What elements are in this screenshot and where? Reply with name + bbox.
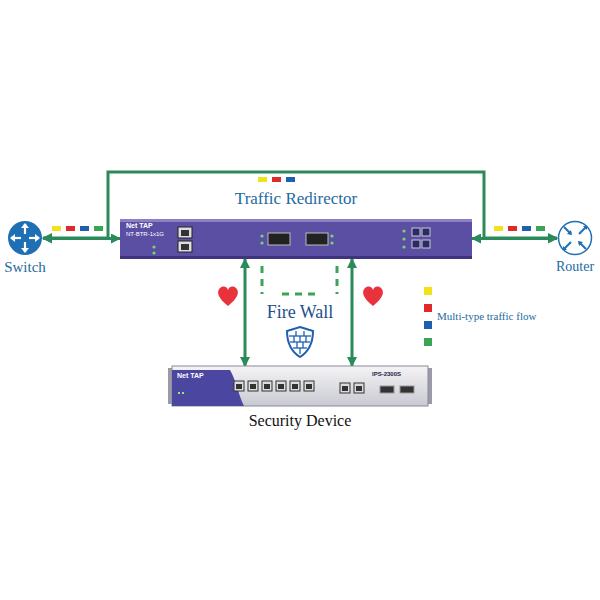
traffic-connector <box>244 259 247 366</box>
redirector-device: Traffic Redirector <box>120 219 472 259</box>
node-title: Switch <box>4 259 46 276</box>
device-label: Net TAP <box>126 222 153 229</box>
legend-text: Multi-type traffic flow <box>437 311 536 322</box>
device-label: Net TAP <box>177 372 204 379</box>
redirector-device-art <box>120 219 472 259</box>
firewall-shield: Fire Wall <box>285 326 315 358</box>
device-label: IPS-2300S <box>372 371 401 377</box>
firewall-dashes <box>262 266 337 294</box>
legend-samples <box>424 287 432 346</box>
node-title: Traffic Redirector <box>235 189 357 209</box>
firewall-shield-art <box>285 326 315 358</box>
device-label: NT-BTR-1x1G <box>126 231 164 237</box>
node-title: Security Device <box>249 412 352 430</box>
router-icon-art <box>557 220 593 256</box>
switch-icon-art <box>7 220 43 256</box>
node-title: Fire Wall <box>267 302 334 323</box>
router-icon: Router <box>557 220 593 256</box>
switch-icon: Switch <box>7 220 43 256</box>
traffic-connector <box>351 259 354 366</box>
node-title: Router <box>556 259 594 275</box>
